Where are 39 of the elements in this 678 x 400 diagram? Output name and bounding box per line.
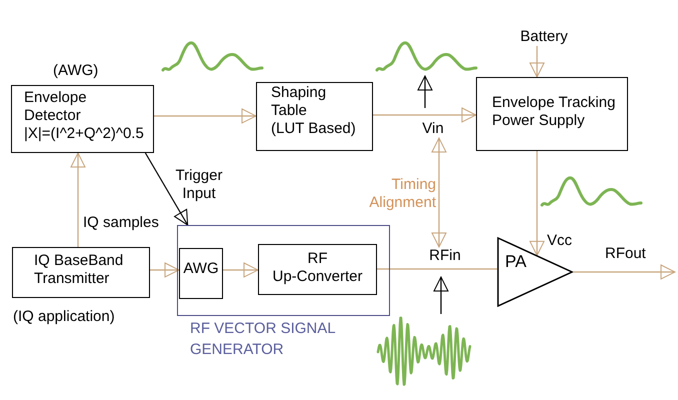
process-box (179, 248, 223, 299)
edge-label: Vcc (547, 232, 574, 250)
signal-label: Vin (420, 120, 446, 138)
edge-label: Trigger Input (174, 167, 224, 203)
box-label: Shaping Table (271, 84, 328, 120)
arrow (530, 46, 544, 78)
process-box (11, 85, 154, 153)
arrow (150, 262, 180, 278)
arrow (530, 151, 544, 256)
connector-line (377, 268, 497, 270)
arrow (434, 276, 448, 314)
node-caption: (AWG) (53, 62, 98, 80)
box-label: AWG (183, 260, 219, 278)
box-label: (LUT Based) (271, 120, 357, 138)
formula-text: |X|=(I^2+Q^2)^0.5 (24, 125, 145, 143)
edge-label: IQ samples (83, 214, 160, 232)
box-label: PA (505, 252, 526, 272)
box-label: Envelope Tracking Power Supply (492, 94, 616, 130)
edge-label: RFout (605, 245, 647, 263)
box-label: RF Up-Converter (271, 250, 364, 286)
arrow (432, 138, 446, 248)
arrow (154, 108, 256, 124)
process-box (12, 247, 150, 298)
process-box (476, 77, 628, 151)
arrow (418, 76, 432, 108)
node-caption: (IQ application) (13, 308, 115, 326)
box-label: IQ BaseBand Transmitter (34, 252, 124, 288)
arrow (573, 264, 676, 280)
signal-label: RFin (428, 247, 462, 265)
arrow (373, 108, 476, 122)
box-label: Envelope Detector (24, 89, 88, 125)
process-box (258, 244, 377, 295)
arrow (223, 262, 258, 278)
group-title: RF VECTOR SIGNAL GENERATOR (190, 319, 336, 360)
process-box (256, 82, 373, 151)
signal-label: Battery (516, 28, 572, 46)
edge-label: Timing Alignment (368, 176, 436, 212)
arrow (144, 152, 188, 226)
arrow (70, 152, 86, 247)
